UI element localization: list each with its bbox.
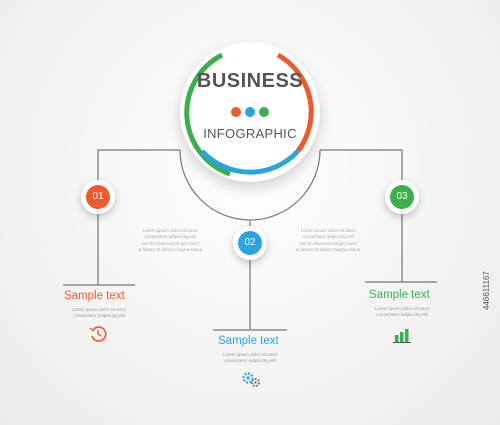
- step-desc-2: Lorem ipsum dolor sit amet consectetur a…: [212, 352, 288, 365]
- dot-orange: [231, 107, 241, 117]
- hub-circle: BUSINESS INFOGRAPHIC: [180, 42, 320, 182]
- hub-subtitle: INFOGRAPHIC: [203, 126, 297, 141]
- hub-ring: [184, 52, 314, 177]
- desc-line: consectetur adipiscing elit: [73, 313, 125, 319]
- desc-line: consectetur adipiscing elit: [376, 312, 428, 318]
- lorem-line: consectetur adipiscing elit: [302, 234, 354, 240]
- clock-icon: [89, 326, 107, 342]
- hub-title: BUSINESS: [196, 70, 304, 92]
- step-title-2: Sample text: [218, 335, 279, 347]
- desc-line: Lorem ipsum dolor sit amet: [222, 352, 278, 357]
- lorem-line: consectetur adipiscing elit: [144, 234, 196, 240]
- step-desc-3: Lorem ipsum dolor sit amet consectetur a…: [365, 306, 439, 319]
- lorem-block-left: Lorem ipsum dolor sit amet consectetur a…: [130, 228, 210, 253]
- step-badge-3: 03: [390, 185, 414, 209]
- desc-line: consectetur adipiscing elit: [224, 358, 276, 364]
- step-node-1: 01: [81, 180, 115, 214]
- dot-blue: [245, 107, 255, 117]
- lorem-line: Lorem ipsum dolor sit amet: [142, 228, 198, 233]
- step-title-1: Sample text: [64, 290, 125, 302]
- gears-icon: [242, 372, 260, 387]
- hub-dots: [180, 104, 320, 122]
- step-badge-1: 01: [86, 185, 110, 209]
- lorem-line: Lorem ipsum dolor sit amet: [300, 228, 356, 233]
- lorem-line: sed do eiusmod tempor incid: [299, 240, 357, 246]
- stock-id-watermark: 446611167: [482, 271, 491, 310]
- dot-green: [259, 107, 269, 117]
- lorem-line: ut labore et dolore magna aliqua: [137, 246, 203, 252]
- step-desc-1: Lorem ipsum dolor sit amet consectetur a…: [62, 307, 136, 320]
- bar-chart-icon: [393, 329, 411, 343]
- step-node-3: 03: [385, 180, 419, 214]
- lorem-line: ut labore et dolore magna aliqua: [295, 246, 361, 252]
- step-title-3: Sample text: [369, 289, 430, 301]
- desc-line: Lorem ipsum dolor sit amet: [374, 306, 430, 311]
- lorem-line: sed do eiusmod tempor incid: [141, 240, 199, 246]
- lorem-block-right: Lorem ipsum dolor sit amet consectetur a…: [288, 228, 368, 253]
- desc-line: Lorem ipsum dolor sit amet: [71, 307, 127, 312]
- step-node-2: 02: [233, 226, 267, 260]
- step-badge-2: 02: [238, 231, 262, 255]
